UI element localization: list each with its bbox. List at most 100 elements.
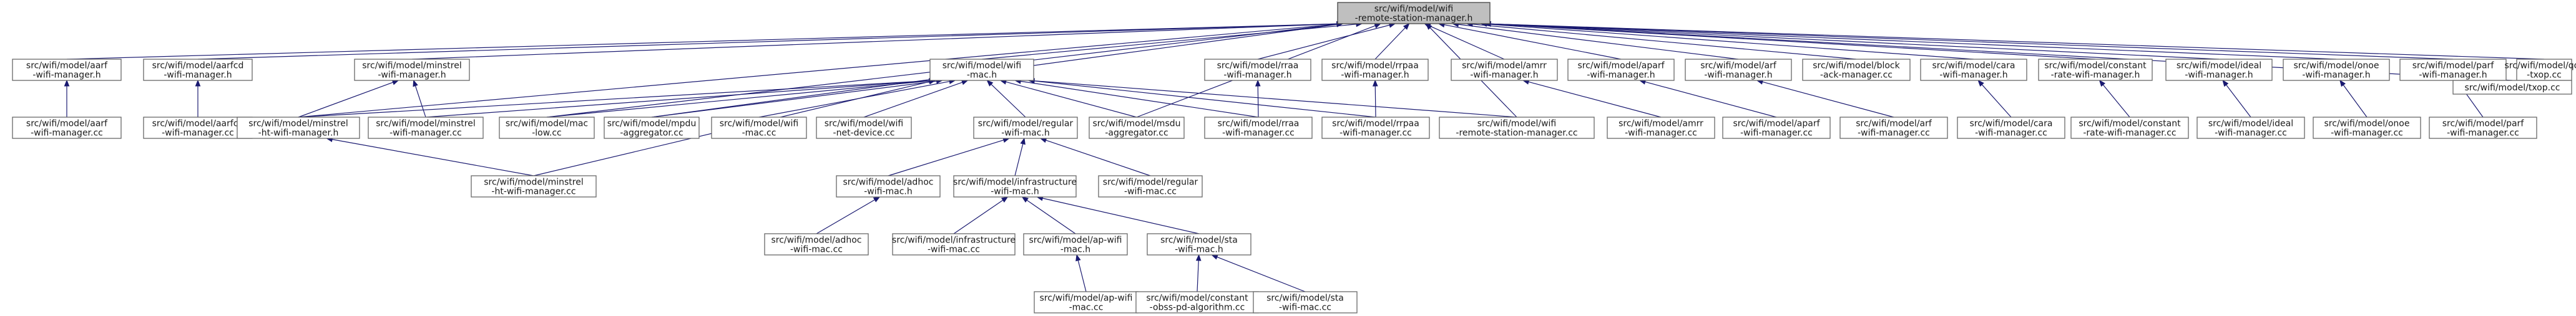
node-label-line: -obss-pd-algorithm.cc xyxy=(1150,303,1245,313)
node-box xyxy=(471,175,597,198)
edge-minstrelht_h-to-root xyxy=(298,24,1338,118)
node-obss_cc[interactable]: src/wifi/model/constant-obss-pd-algorith… xyxy=(1135,291,1259,314)
edge-msdu_cc-to-wifimac_h xyxy=(1006,81,1137,118)
node-minstrelht_h[interactable]: src/wifi/model/minstrel-ht-wifi-manager.… xyxy=(237,117,360,139)
node-constrate_h[interactable]: src/wifi/model/constant-rate-wifi-manage… xyxy=(2038,59,2153,81)
node-label-line: -wifi-mac.h xyxy=(864,187,913,197)
node-box xyxy=(1337,2,1491,24)
node-label-line: src/wifi/model/block xyxy=(1813,61,1900,71)
node-minstrel_cc[interactable]: src/wifi/model/minstrel-wifi-manager.cc xyxy=(368,117,484,139)
node-apmac_h[interactable]: src/wifi/model/ap-wifi-mac.h xyxy=(1023,233,1128,256)
node-label-line: src/wifi/model/regular xyxy=(1103,178,1198,188)
arrowhead-cara_cc-to-cara_h xyxy=(1977,79,1984,87)
node-blockack_h[interactable]: src/wifi/model/block-ack-manager.cc xyxy=(1802,59,1911,81)
node-mpdu_cc[interactable]: src/wifi/model/mpdu-aggregator.cc xyxy=(604,117,700,139)
node-rrpaa_h[interactable]: src/wifi/model/rrpaa-wifi-manager.h xyxy=(1321,59,1429,81)
node-cara_h[interactable]: src/wifi/model/cara-wifi-manager.h xyxy=(1920,59,2027,81)
node-maclow_cc[interactable]: src/wifi/model/mac-low.cc xyxy=(499,117,595,139)
node-label-line: -mac.h xyxy=(967,70,997,80)
node-label-line: -wifi-manager.cc xyxy=(1858,128,1930,138)
node-box xyxy=(2452,80,2572,95)
node-box xyxy=(354,59,470,81)
node-label-line: -wifi-manager.h xyxy=(1939,70,2007,80)
node-aparf_cc[interactable]: src/wifi/model/aparf-wifi-manager.cc xyxy=(1722,117,1831,139)
node-label-line: src/wifi/model/onoe xyxy=(2324,119,2410,129)
node-parf_cc[interactable]: src/wifi/model/parf-wifi-manager.cc xyxy=(2429,117,2537,139)
node-box xyxy=(1439,117,1595,139)
node-ideal_cc[interactable]: src/wifi/model/ideal-wifi-manager.cc xyxy=(2196,117,2305,139)
node-wifimac_cc[interactable]: src/wifi/model/wifi-mac.cc xyxy=(711,117,807,139)
edge-aparf_cc-to-aparf_h xyxy=(1645,81,1777,118)
node-aarfcd_cc[interactable]: src/wifi/model/aarfcd-wifi-manager.cc xyxy=(143,117,253,139)
node-label-line: src/wifi/model/msdu xyxy=(1092,119,1180,129)
node-ideal_h[interactable]: src/wifi/model/ideal-wifi-manager.h xyxy=(2165,59,2273,81)
arrowhead-aarf_cc-to-aarf_h xyxy=(64,79,70,87)
node-label-line: -wifi-mac.h xyxy=(1175,245,1223,255)
node-label-line: -wifi-manager.h xyxy=(1341,70,1409,80)
node-label-line: src/wifi/model/qos xyxy=(2504,61,2576,71)
edge-arf_cc-to-arf_h xyxy=(1762,81,1894,118)
node-minstrel_h[interactable]: src/wifi/model/minstrel-wifi-manager.h xyxy=(354,59,470,81)
node-box xyxy=(2165,59,2273,81)
node-qostxop_cc[interactable]: src/wifi/model/qos-txop.cc xyxy=(2504,59,2576,81)
edge-mpdu_cc-to-wifimac_h xyxy=(651,80,937,118)
node-constrate_cc[interactable]: src/wifi/model/constant-rate-wifi-manage… xyxy=(2070,117,2189,139)
node-minstrelht_cc[interactable]: src/wifi/model/minstrel-ht-wifi-manager.… xyxy=(471,175,597,198)
node-label-line: src/wifi/model/mpdu xyxy=(607,119,697,129)
node-regularmac_h[interactable]: src/wifi/model/regular-wifi-mac.h xyxy=(973,117,1078,139)
edge-apmac_cc-to-apmac_h xyxy=(1077,260,1087,292)
node-stamac_h[interactable]: src/wifi/model/sta-wifi-mac.h xyxy=(1147,233,1251,256)
node-parf_h[interactable]: src/wifi/model/parf-wifi-manager.h xyxy=(2399,59,2507,81)
edge-obss_cc-to-stamac_h xyxy=(1197,260,1199,292)
node-rrpaa_cc[interactable]: src/wifi/model/rrpaa-wifi-manager.cc xyxy=(1321,117,1430,139)
node-stamac_cc[interactable]: src/wifi/model/sta-wifi-mac.cc xyxy=(1253,291,1358,314)
node-amrr_h[interactable]: src/wifi/model/amrr-wifi-manager.h xyxy=(1451,59,1558,81)
node-label-line: src/wifi/model/mac xyxy=(506,119,588,129)
node-regularmac_cc[interactable]: src/wifi/model/regular-wifi-mac.cc xyxy=(1098,175,1203,198)
edge-amrr_cc-to-amrr_h xyxy=(1528,81,1662,118)
node-wifimac_h[interactable]: src/wifi/model/wifi-mac.h xyxy=(929,59,1034,81)
edge-infra_cc-to-infra_h xyxy=(953,199,1004,234)
arrowhead-rrpaa_h-to-root xyxy=(1403,23,1410,30)
arrowhead-apmac_cc-to-apmac_h xyxy=(1075,254,1081,262)
node-rraa_h[interactable]: src/wifi/model/rraa-wifi-manager.h xyxy=(1204,59,1311,81)
node-rraa_cc[interactable]: src/wifi/model/rraa-wifi-manager.cc xyxy=(1204,117,1313,139)
arrowhead-rrpaa_cc-to-rrpaa_h xyxy=(1372,79,1378,87)
edge-rrpaa_cc-to-wifimac_h xyxy=(1034,80,1376,118)
node-label-line: -wifi-manager.h xyxy=(2185,70,2253,80)
node-label-line: -wifi-manager.h xyxy=(1223,70,1291,80)
node-label-line: -wifi-manager.h xyxy=(32,70,100,80)
node-infra_h[interactable]: src/wifi/model/infrastructure-wifi-mac.h xyxy=(953,175,1077,198)
node-adhoc_h[interactable]: src/wifi/model/adhoc-wifi-mac.h xyxy=(836,175,941,198)
node-cara_cc[interactable]: src/wifi/model/cara-wifi-manager.cc xyxy=(1957,117,2065,139)
node-arf_cc[interactable]: src/wifi/model/arf-wifi-manager.cc xyxy=(1839,117,1948,139)
node-box xyxy=(2070,117,2189,139)
node-amrr_cc[interactable]: src/wifi/model/amrr-wifi-manager.cc xyxy=(1607,117,1715,139)
node-aarfcd_h[interactable]: src/wifi/model/aarfcd-wifi-manager.h xyxy=(143,59,253,81)
node-rsm_cc[interactable]: src/wifi/model/wifi-remote-station-manag… xyxy=(1439,117,1595,139)
node-label-line: src/wifi/model/ideal xyxy=(2177,61,2261,71)
node-box xyxy=(12,59,122,81)
node-box xyxy=(1722,117,1831,139)
node-netdevice_cc[interactable]: src/wifi/model/wifi-net-device.cc xyxy=(816,117,912,139)
node-label-line: src/wifi/model/infrastructure xyxy=(892,236,1016,246)
edge-minstrel_cc-to-minstrel_h xyxy=(414,85,426,118)
node-infra_cc[interactable]: src/wifi/model/infrastructure-wifi-mac.c… xyxy=(892,233,1016,256)
edge-rsm_cc-to-wifimac_h xyxy=(1034,80,1517,118)
node-box xyxy=(1253,291,1358,314)
node-root[interactable]: src/wifi/model/wifi-remote-station-manag… xyxy=(1337,2,1491,24)
node-box xyxy=(143,59,253,81)
node-msdu_cc[interactable]: src/wifi/model/msdu-aggregator.cc xyxy=(1089,117,1185,139)
node-apmac_cc[interactable]: src/wifi/model/ap-wifi-mac.cc xyxy=(1034,291,1139,314)
node-adhoc_cc[interactable]: src/wifi/model/adhoc-wifi-mac.cc xyxy=(764,233,869,256)
node-arf_h[interactable]: src/wifi/model/arf-wifi-manager.h xyxy=(1685,59,1792,81)
node-onoe_h[interactable]: src/wifi/model/onoe-wifi-manager.h xyxy=(2283,59,2390,81)
node-onoe_cc[interactable]: src/wifi/model/onoe-wifi-manager.cc xyxy=(2313,117,2421,139)
node-aarf_h[interactable]: src/wifi/model/aarf-wifi-manager.h xyxy=(12,59,122,81)
node-aarf_cc[interactable]: src/wifi/model/aarf-wifi-manager.cc xyxy=(12,117,122,139)
node-box xyxy=(892,233,1016,256)
node-label-line: src/wifi/model/sta xyxy=(1160,236,1238,246)
node-aparf_h[interactable]: src/wifi/model/aparf-wifi-manager.h xyxy=(1567,59,1675,81)
node-txop_cc[interactable]: src/wifi/model/txop.cc xyxy=(2452,80,2572,95)
